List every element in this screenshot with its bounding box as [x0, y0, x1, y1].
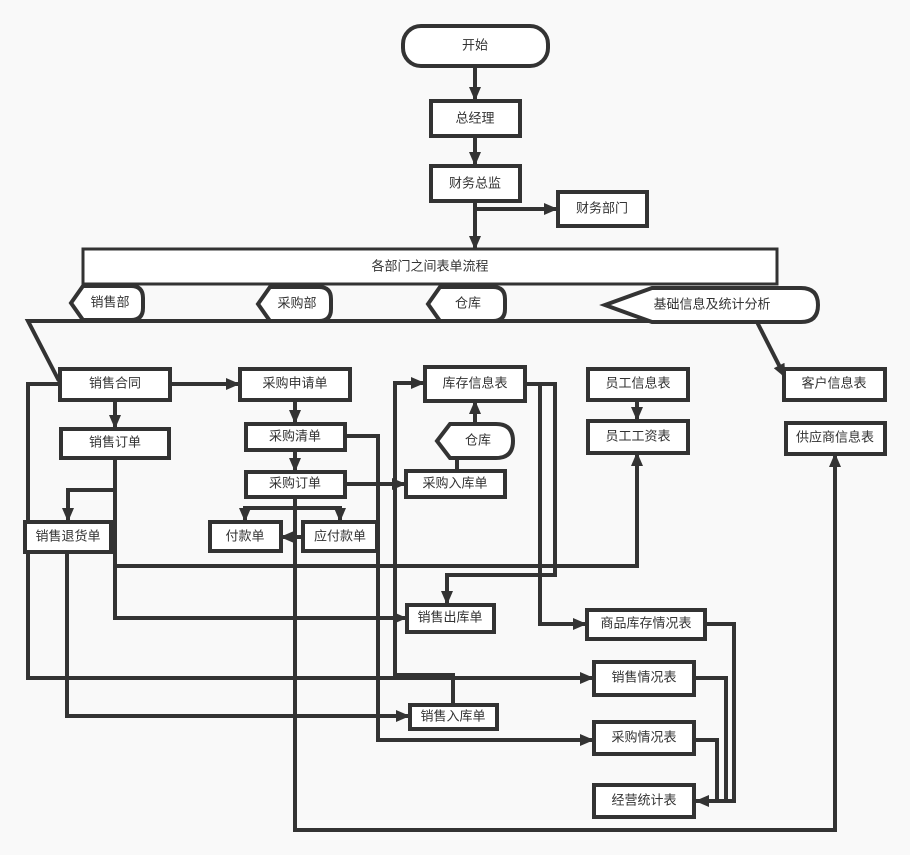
edge-purchase-list-to-purchase-report: [345, 434, 594, 746]
node-sales-contract: 销售合同: [58, 367, 172, 402]
node-label: 经营统计表: [611, 794, 676, 809]
lane-label: 销售部: [90, 295, 129, 311]
node-label: 采购申请单: [262, 376, 327, 392]
header-title: 各部门之间表单流程: [371, 259, 488, 275]
node-employee-salary: 员工工资表: [586, 419, 690, 455]
lane-label: 基础信息及统计分析: [653, 297, 770, 313]
node-label: 采购入库单: [422, 476, 487, 492]
node-sales-return: 销售退货单: [23, 520, 113, 554]
edges: [24, 66, 841, 832]
node-label: 商品库存情况表: [600, 616, 691, 632]
node-label: 客户信息表: [801, 376, 866, 392]
edge-inventory-info-to-stock-report: [538, 384, 587, 630]
node-label: 开始: [462, 39, 488, 54]
lane-label: 采购部: [277, 296, 316, 312]
node-label: 销售出库单: [417, 610, 482, 626]
node-purchase-receipt: 采购入库单: [404, 469, 507, 499]
node-inventory-info: 库存信息表: [423, 365, 527, 403]
edge-analysis-to-customer-info: [755, 321, 787, 378]
node-employee-info: 员工信息表: [586, 367, 690, 402]
node-purchase-list: 采购清单: [244, 422, 347, 452]
node-label: 员工信息表: [605, 376, 670, 392]
header-banner: 各部门之间表单流程: [81, 247, 779, 286]
node-label: 财务部门: [576, 201, 628, 217]
node-purchase-request: 采购申请单: [238, 367, 352, 402]
edge-sales-order-to-sales-return: [62, 488, 115, 522]
node-start: 开始: [401, 24, 550, 68]
node-purchase-report: 采购情况表: [592, 720, 696, 756]
node-label: 仓库: [465, 433, 491, 449]
node-label: 采购清单: [269, 429, 321, 445]
node-supplier-info: 供应商信息表: [784, 421, 887, 456]
node-label: 销售情况表: [611, 670, 676, 686]
node-label: 应付款单: [314, 529, 366, 545]
lane-label: 仓库: [455, 296, 481, 312]
edge-sales-report-to-business-stats: [694, 676, 728, 801]
node-sales-inbound: 销售入库单: [408, 703, 499, 731]
node-label: 付款单: [225, 530, 264, 545]
lane-warehouse: 仓库: [425, 285, 507, 323]
node-purchase-order: 采购订单: [244, 470, 347, 499]
node-label: 采购情况表: [611, 730, 676, 746]
node-label: 采购订单: [269, 476, 321, 492]
node-sales-outbound: 销售出库单: [405, 603, 496, 634]
node-label: 财务总监: [449, 176, 501, 192]
edge-sales-return-to-sales-inbound: [65, 552, 410, 722]
node-label: 总经理: [455, 112, 494, 127]
node-label: 供应商信息表: [796, 430, 874, 446]
edge-sales-inbound-to-inventory-info: [393, 377, 455, 704]
node-label: 员工工资表: [605, 430, 670, 445]
node-customer-info: 客户信息表: [782, 367, 887, 402]
node-label: 销售退货单: [35, 529, 100, 545]
node-stock-report: 商品库存情况表: [585, 608, 707, 641]
node-label: 库存信息表: [442, 376, 507, 392]
edge-purchase-order-to-supplier-info: [293, 453, 841, 832]
lane-purchase: 采购部: [255, 285, 333, 323]
edge-purchase-order-to-payment: [239, 506, 295, 522]
node-payment: 付款单: [208, 520, 283, 553]
node-payable: 应付款单: [301, 520, 379, 553]
lane-sales: 销售部: [68, 284, 145, 322]
node-warehouse: 仓库: [434, 422, 516, 460]
edge-sales-order-to-employee-salary: [113, 452, 643, 568]
node-business-stats: 经营统计表: [592, 783, 696, 819]
node-label: 销售订单: [89, 435, 141, 451]
edge-inventory-info-to-sales-outbound: [441, 382, 557, 605]
edge-purchase-order-to-payable: [295, 506, 346, 522]
node-sales-order: 销售订单: [59, 427, 171, 460]
lane-analysis: 基础信息及统计分析: [599, 286, 821, 324]
node-label: 销售合同: [89, 376, 141, 392]
edge-sales-order-to-sales-outbound: [113, 566, 407, 624]
node-finance-dept: 财务部门: [556, 190, 649, 228]
node-cfo: 财务总监: [429, 164, 522, 203]
node-sales-report: 销售情况表: [592, 660, 696, 697]
node-label: 销售入库单: [420, 709, 485, 725]
edge-purchase-report-to-business-stats: [694, 738, 719, 801]
lane-boundary-line: [24, 319, 760, 382]
node-general-manager: 总经理: [429, 99, 522, 138]
